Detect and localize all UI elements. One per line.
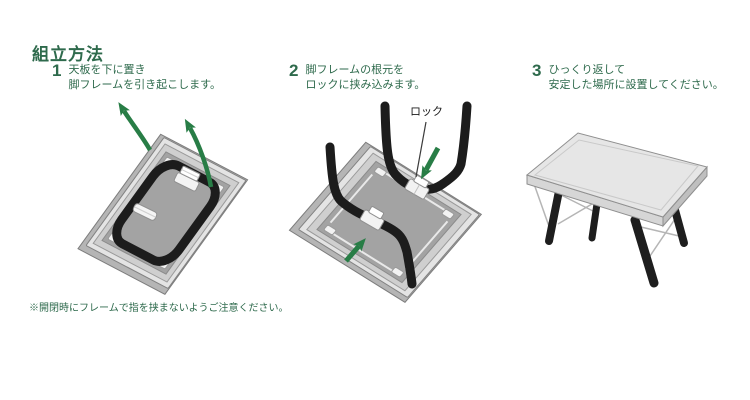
step-1: 1 天板を下に置き 脚フレームを引き起こします。 (52, 61, 221, 92)
step-2: 2 脚フレームの根元を ロックに挟み込みます。 (289, 61, 425, 92)
raised-leg-frame-front (325, 142, 417, 289)
press-arrow-icon (344, 238, 366, 263)
table-leg (630, 215, 659, 288)
step-3-number: 3 (532, 61, 542, 80)
lock-clip (173, 165, 201, 192)
lift-arrow-icon (118, 102, 152, 152)
lift-arrow-icon (184, 118, 214, 188)
step-1-number: 1 (52, 61, 62, 80)
step-3-line-2: 安定した場所に設置してください。 (548, 78, 724, 91)
step1-tabletop-underside (78, 134, 248, 294)
lock-leader-line (415, 121, 427, 178)
step-2-line-2: ロックに挟み込みます。 (305, 78, 426, 91)
lock-clip (359, 206, 385, 231)
step1-illustration (78, 111, 248, 294)
raised-leg-frame-rear (380, 101, 472, 194)
step-3-line-1: ひっくり返して (548, 64, 626, 76)
step3-illustration (525, 132, 708, 288)
tabletop-surface (525, 132, 708, 218)
step2-illustration (289, 101, 481, 302)
step-3: 3 ひっくり返して 安定した場所に設置してください。 (532, 61, 724, 92)
tabletop-surface-rim-line (533, 139, 699, 211)
step-2-number: 2 (289, 61, 299, 80)
caution-footnote: ※開閉時にフレームで指を挟まないようご注意ください。 (29, 303, 289, 314)
step-1-line-1: 天板を下に置き (68, 64, 146, 76)
step-1-line-2: 脚フレームを引き起こします。 (68, 78, 222, 91)
lock-clip (132, 203, 158, 221)
table-leg (545, 182, 564, 245)
step-2-text: 脚フレームの根元を ロックに挟み込みます。 (305, 63, 425, 92)
table-leg (671, 206, 688, 247)
lock-callout-label: ロック (410, 106, 443, 118)
page-title: 組立方法 (32, 45, 104, 64)
step-1-text: 天板を下に置き 脚フレームを引き起こします。 (68, 63, 221, 92)
leg-braces (532, 180, 680, 257)
press-arrow-icon (420, 146, 441, 180)
corner-plates (323, 167, 454, 278)
step-3-text: ひっくり返して 安定した場所に設置してください。 (548, 63, 723, 92)
step-2-line-1: 脚フレームの根元を (305, 64, 405, 76)
